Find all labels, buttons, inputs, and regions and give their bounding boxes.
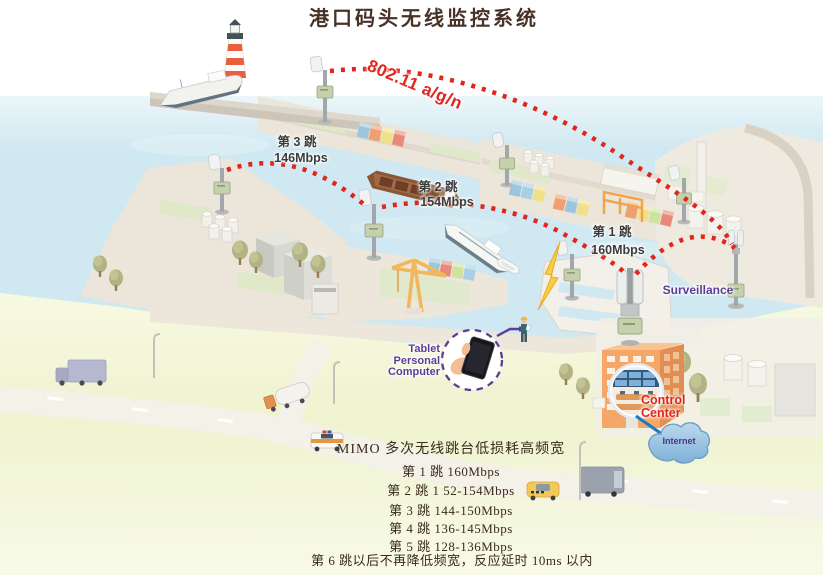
wireless-pole-west bbox=[207, 153, 231, 215]
hop1-rate: 160Mbps bbox=[591, 243, 645, 257]
middle-pier bbox=[298, 236, 508, 322]
drum-cluster-west bbox=[201, 211, 239, 243]
surveillance-label: Surveillance bbox=[662, 283, 734, 297]
worker bbox=[520, 316, 531, 342]
wireless-pole-quay-west bbox=[491, 132, 515, 188]
tree bbox=[559, 363, 573, 385]
specs-row-4: 第 4 跳 136-145Mbps bbox=[389, 521, 513, 536]
tablet-callout-circle bbox=[440, 328, 504, 392]
industrial-zone bbox=[655, 123, 823, 308]
control-center-line2: Center bbox=[641, 406, 681, 420]
hop1-link-arc bbox=[634, 234, 737, 276]
lawn bbox=[742, 406, 772, 422]
hop3-name: 第 3 跳 bbox=[277, 135, 317, 149]
tanker-truck bbox=[263, 382, 310, 412]
tree bbox=[689, 373, 707, 402]
tablet-label: Tablet Personal Computer bbox=[368, 343, 440, 379]
tablet-label-line3: Computer bbox=[388, 366, 440, 378]
taxi bbox=[526, 481, 560, 501]
drum-cluster-quay bbox=[523, 149, 555, 177]
control-room-magnifier bbox=[607, 362, 665, 420]
internet-label: Internet bbox=[662, 436, 696, 446]
lighthouse bbox=[223, 19, 247, 79]
tablet-label-line2: Personal bbox=[393, 354, 440, 367]
hop2-link-arc bbox=[381, 200, 628, 276]
police-car bbox=[310, 430, 344, 452]
box-truck bbox=[55, 359, 107, 386]
hop3-rate: 146Mbps bbox=[274, 151, 328, 165]
lamp-posts bbox=[153, 333, 587, 500]
internet-cloud bbox=[648, 422, 711, 464]
tree bbox=[232, 240, 248, 265]
hop1-name: 第 1 跳 bbox=[592, 225, 632, 239]
page-title: 港口码头无线监控系统 bbox=[309, 8, 539, 30]
ship-cargo-white bbox=[159, 69, 243, 109]
tree bbox=[310, 255, 326, 278]
specs-heading: MIMO 多次无线跳台低损耗高频宽 bbox=[336, 442, 566, 457]
boat-small bbox=[496, 257, 520, 274]
ship-bulk-carrier bbox=[366, 170, 461, 208]
shore-dock bbox=[150, 306, 702, 354]
tree bbox=[93, 255, 107, 277]
control-center-label: Control Center bbox=[641, 394, 685, 420]
tablet-connector-line bbox=[496, 327, 522, 338]
van bbox=[579, 466, 625, 497]
lightning-arrow bbox=[537, 241, 561, 311]
harbor-crane bbox=[391, 258, 447, 314]
specs-row-1: 第 1 跳 160Mbps bbox=[402, 464, 500, 479]
specs-footnote: 第 6 跳以后不再降低频宽，反应延时 10ms 以内 bbox=[311, 553, 593, 568]
specs-row-2: 第 2 跳 1 52-154Mbps bbox=[387, 483, 515, 498]
tablet-label-line1: Tablet bbox=[408, 343, 440, 355]
backbone-link-arc-80211 bbox=[329, 66, 735, 246]
specs-row-3: 第 3 跳 144-150Mbps bbox=[389, 503, 513, 518]
camera-unit bbox=[727, 283, 745, 298]
containers bbox=[356, 121, 674, 281]
tank-farm-south bbox=[723, 353, 816, 417]
tree bbox=[292, 242, 308, 267]
surveillance-camera-pole bbox=[727, 229, 745, 309]
wireless-pole-top bbox=[309, 55, 334, 125]
quay-building bbox=[600, 162, 661, 197]
antenna-tower bbox=[616, 268, 644, 346]
tree bbox=[576, 377, 590, 399]
hop2-name: 第 2 跳 bbox=[418, 180, 458, 194]
tree bbox=[249, 251, 263, 273]
specs-row-5: 第 5 跳 128-136Mbps bbox=[389, 539, 513, 554]
tree bbox=[109, 269, 123, 291]
quay-crane bbox=[602, 190, 644, 222]
control-center-line1: Control bbox=[641, 393, 686, 407]
lawn bbox=[700, 398, 730, 416]
hop2-rate: 154Mbps bbox=[420, 195, 474, 209]
